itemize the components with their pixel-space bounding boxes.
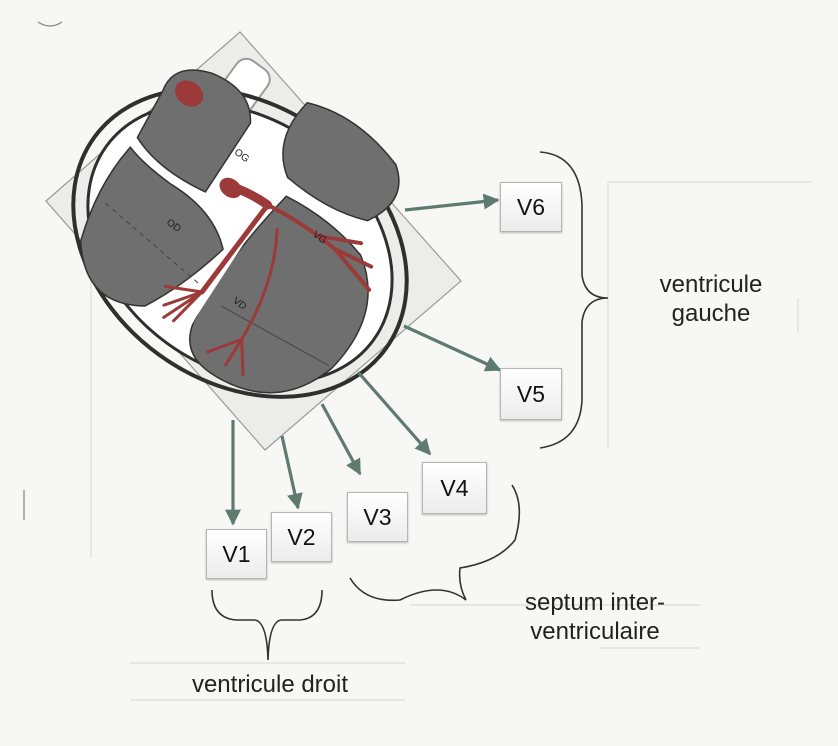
lead-v6: V6 bbox=[500, 182, 562, 232]
brace-right-ventricle bbox=[211, 589, 323, 661]
right-atrium bbox=[136, 69, 252, 193]
left-atrium bbox=[282, 101, 400, 222]
septum-label: septum inter- ventriculaire bbox=[480, 588, 710, 646]
heart-cross-section: OG OD VG VD bbox=[45, 31, 462, 451]
septum-label-line1: septum inter- bbox=[524, 589, 666, 616]
lead-v1-label: V1 bbox=[222, 540, 251, 567]
septum-label-line2: ventriculaire bbox=[530, 618, 660, 645]
lead-v5-label: V5 bbox=[516, 380, 546, 407]
right-ventricle bbox=[79, 146, 224, 307]
lead-v6-label: V6 bbox=[516, 193, 546, 220]
guide-lines bbox=[90, 181, 812, 701]
brace-septum bbox=[349, 484, 521, 602]
left-ventricle-label-line1: ventricule bbox=[659, 271, 763, 298]
lead-v5: V5 bbox=[500, 368, 562, 420]
arrow-v2 bbox=[280, 435, 303, 510]
lead-v4-label: V4 bbox=[440, 474, 469, 501]
region-braces bbox=[211, 151, 609, 661]
arrow-v5 bbox=[403, 324, 502, 372]
lead-v2: V2 bbox=[271, 512, 332, 562]
arrow-v3 bbox=[320, 403, 362, 476]
lead-v3-label: V3 bbox=[363, 503, 392, 530]
right-ventricle-label: ventricule droit bbox=[191, 671, 349, 698]
lead-v2-label: V2 bbox=[287, 523, 316, 550]
sinus-node bbox=[175, 80, 204, 107]
lv-division-line bbox=[221, 305, 330, 367]
left-ventricle-label-line2: gauche bbox=[671, 300, 751, 327]
av-node bbox=[219, 177, 242, 199]
left-ventricle-label: ventricule gauche bbox=[626, 270, 796, 328]
brace-left-ventricle bbox=[539, 151, 609, 449]
rv-division-line bbox=[105, 203, 199, 284]
arrow-v4 bbox=[356, 370, 432, 456]
corner-mark bbox=[37, 21, 63, 27]
conduction-system bbox=[162, 181, 374, 377]
lead-v4: V4 bbox=[422, 462, 487, 514]
lead-v3: V3 bbox=[347, 492, 408, 542]
lead-v1: V1 bbox=[206, 529, 267, 579]
arrow-v6 bbox=[404, 193, 500, 212]
lead-arrows bbox=[225, 193, 502, 526]
